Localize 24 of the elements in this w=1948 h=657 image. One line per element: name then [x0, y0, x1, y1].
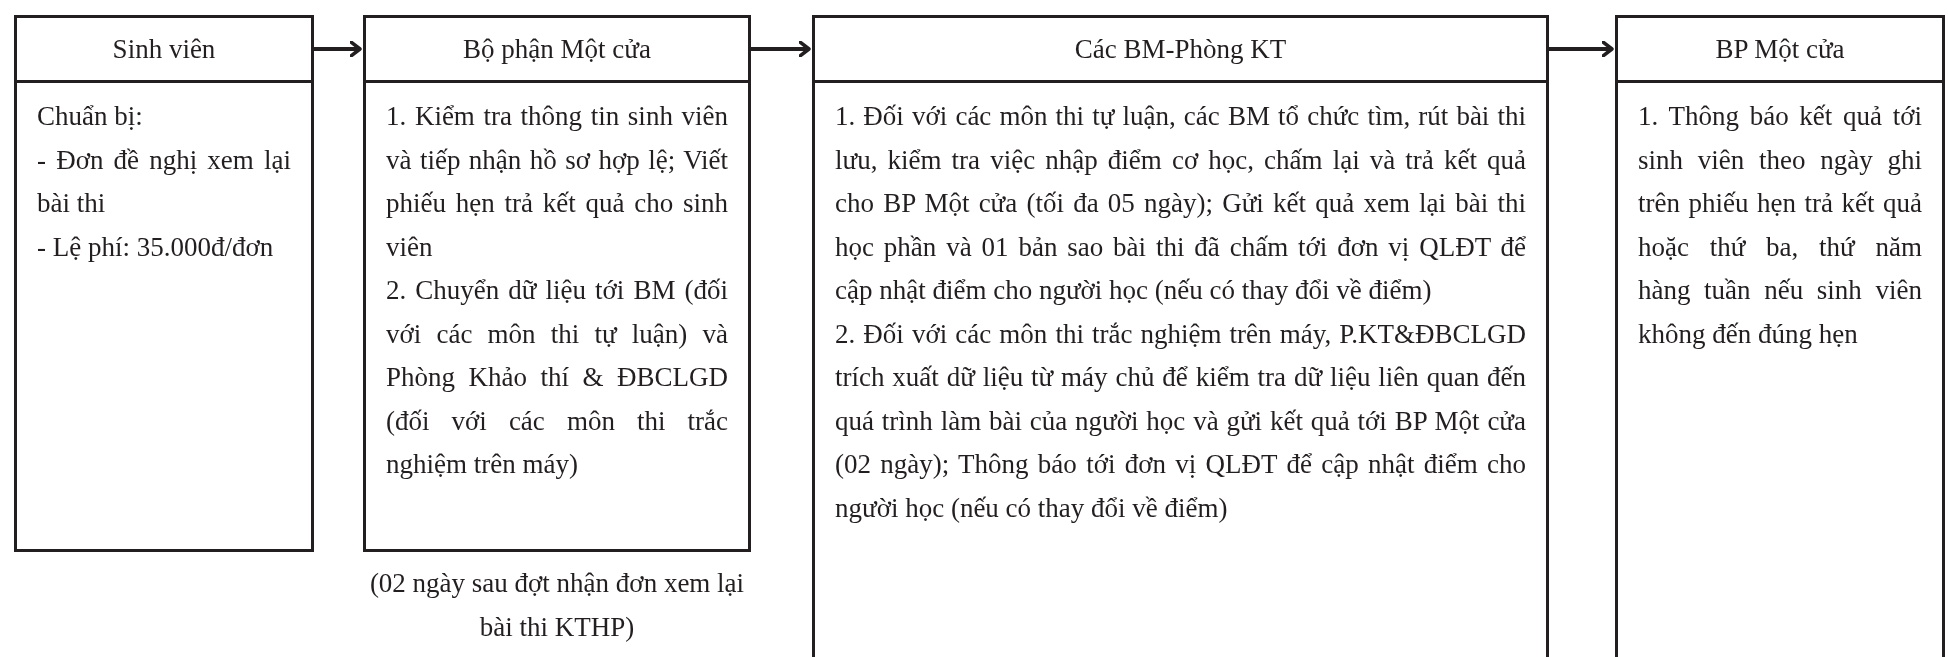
- header-box: [1615, 15, 1945, 83]
- process-box: [14, 80, 314, 552]
- header-box: [363, 15, 751, 83]
- step-text: 1. Kiểm tra thông tin sinh viên và tiếp nhận hồ sơ hợp lệ; Viết phiếu hẹn trả kết quả cho sinh viên: [386, 100, 728, 264]
- box-title: Sinh viên: [112, 33, 216, 66]
- header-box: [14, 15, 314, 83]
- box-title: Các BM-Phòng KT: [1074, 33, 1287, 66]
- step-text: 1. Thông báo kết quả tới sinh viên theo ngày ghi trên phiếu hẹn trả kết quả hoặc thứ ba, thứ năm hàng tuần nếu sinh viên không đến đúng hẹn: [1638, 100, 1922, 351]
- step-text: 1. Đối với các môn thi tự luận, các BM tổ chức tìm, rút bài thi lưu, kiểm tra việc nhập điểm cơ học, chấm lại và trả kết quả cho BP Một cửa (tối đa 05 ngày); Gửi kết quả xem lại bài thi học phần và 01 bản sao bài thi đã chấm tới đơn vị QLĐT để cập nhật điểm cho người học (nếu có thay đổi về điểm): [835, 100, 1526, 307]
- step-text: Chuẩn bị:: [37, 100, 144, 133]
- step-text: 2. Đối với các môn thi trắc nghiệm trên máy, P.KT&ĐBCLGD trích xuất dữ liệu từ máy chủ để kiểm tra dữ liệu liên quan đến quá trình làm bài của người học và gửi kết quả tới BP Một cửa (02 ngày); Thông báo tới đơn vị QLĐT để cập nhật điểm cho người học (nếu có thay đổi về điểm): [835, 317, 1526, 525]
- box-title: BP Một cửa: [1715, 33, 1845, 66]
- step-text: - Đơn đề nghị xem lại bài thi: [37, 143, 291, 220]
- step-text: 2. Chuyển dữ liệu tới BM (đối với các môn thi tự luận) và Phòng Khảo thí & ĐBCLGD (đối với các môn thi trắc nghiệm trên máy): [386, 274, 728, 481]
- box-title: Bộ phận Một cửa: [463, 33, 651, 66]
- arrow: [751, 40, 811, 58]
- duration-note: (02 ngày sau đợt nhận đơn xem lại bài thi KTHP): [368, 567, 746, 644]
- process-box: [363, 80, 751, 552]
- step-text: - Lệ phí: 35.000đ/đơn: [37, 230, 275, 264]
- arrow: [1549, 40, 1614, 58]
- process-box: [812, 80, 1549, 657]
- header-box: [812, 15, 1549, 83]
- arrow: [314, 40, 362, 58]
- process-box: [1615, 80, 1945, 657]
